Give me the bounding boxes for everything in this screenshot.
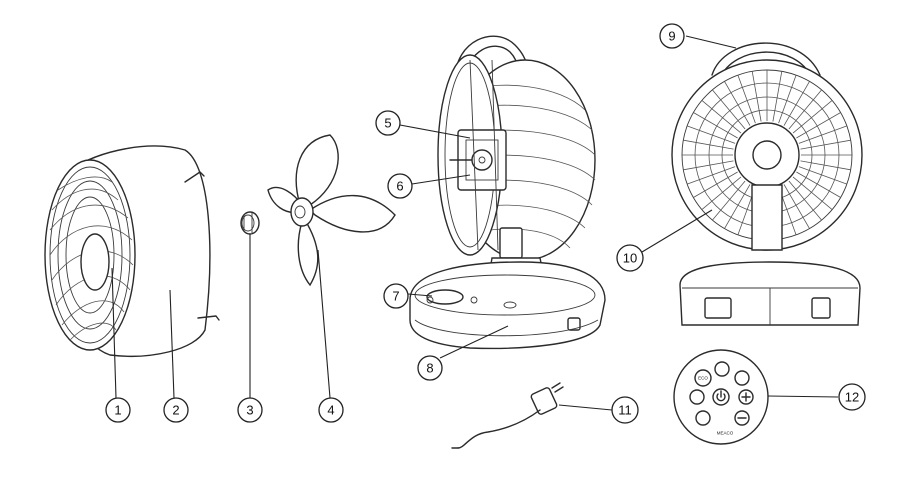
svg-text:4: 4 [327,403,334,418]
callout-8: 8 [417,355,443,381]
callout-5: 5 [375,110,401,136]
callout-4: 4 [318,397,344,423]
callout-11: 11 [611,396,639,424]
leader-lines [111,35,839,411]
fan-blade [267,134,396,287]
svg-text:12: 12 [845,390,859,405]
fan-base [409,261,606,350]
front-grille-cover [44,145,220,357]
cage-rib [783,184,810,229]
mode-button [695,410,711,426]
light-button [734,370,750,386]
cage-rib [693,112,738,139]
svg-text:11: 11 [618,403,632,418]
assembled-fan-rear-view [671,42,863,326]
cage-rib [772,71,783,122]
svg-text:7: 7 [392,289,399,304]
cage-rib [751,71,762,122]
svg-text:1: 1 [114,403,121,418]
cage-rib [724,81,751,126]
cage-rib [783,81,810,126]
cage-rib [788,180,822,221]
svg-text:9: 9 [668,29,675,44]
cage-rib [712,180,746,221]
cage-rib [788,89,822,130]
cage-rib [792,100,833,134]
callout-2: 2 [163,397,189,423]
callout-6: 6 [387,173,413,199]
cage-rib [686,125,736,144]
cage-rib [796,171,841,198]
svg-text:3: 3 [246,403,253,418]
oscillate-button [689,389,705,405]
callout-12: 12 [838,383,866,411]
cage-rib [701,176,742,210]
eco-label: ECO [698,376,708,381]
blade-nut [240,211,260,235]
cage-rib [792,176,833,210]
cage-rib [693,171,738,198]
cage-rib [778,74,797,124]
cage-rib [686,166,736,185]
cage-rib [798,166,848,185]
eco-button [694,369,712,387]
svg-text:2: 2 [172,403,179,418]
cage-rib [798,125,848,144]
cage-rib [737,74,756,124]
callout-1: 1 [105,397,131,423]
svg-text:5: 5 [384,116,391,131]
svg-text:6: 6 [396,179,403,194]
power-adapter [451,382,564,449]
callout-10: 10 [616,244,644,272]
cage-rib [724,184,751,229]
svg-text:8: 8 [426,361,433,376]
cage-rib [701,100,742,134]
callout-7: 7 [383,283,409,309]
cage-rib [683,139,734,150]
svg-text:10: 10 [623,251,637,266]
callout-3: 3 [237,397,263,423]
brand-label: MEACO [717,431,734,436]
cage-rib [712,89,746,130]
cage-rib [796,112,841,139]
callout-9: 9 [659,23,685,49]
timer-button [714,361,730,377]
cage-rib [683,160,734,171]
cage-rib [800,139,851,150]
rear-housing-assembly [437,35,596,283]
remote-control: ECO MEACO [673,349,769,445]
cage-rib [800,160,851,171]
